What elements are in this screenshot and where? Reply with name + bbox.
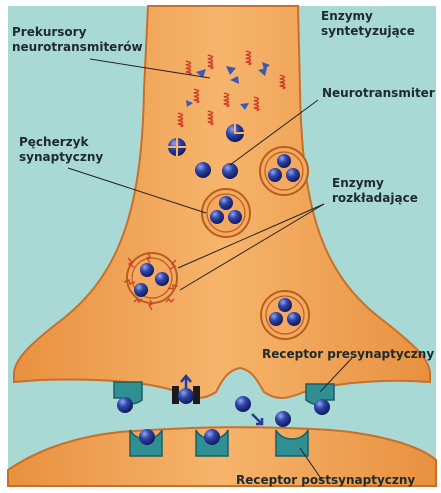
label-degrading-enzymes-line2: rozkładające	[332, 191, 418, 205]
label-postsynaptic-receptor: Receptor postsynaptyczny	[236, 473, 415, 487]
label-vesicle-line2: synaptyczny	[19, 150, 103, 164]
label-synth-enzymes-line1: Enzymy	[321, 9, 373, 23]
label-vesicle-line1: Pęcherzyk	[19, 135, 89, 149]
label-precursors-line2: neurotransmiterów	[12, 40, 143, 54]
label-presynaptic-receptor: Receptor presynaptyczny	[262, 347, 434, 361]
label-synth-enzymes-line2: syntetyzujące	[321, 24, 415, 38]
label-degrading-enzymes-line1: Enzymy	[332, 176, 384, 190]
synaptic-vesicle	[260, 147, 308, 195]
synaptic-vesicle	[261, 291, 309, 339]
synaptic-vesicle	[202, 189, 250, 237]
label-neurotransmitter: Neurotransmiter	[322, 86, 435, 100]
label-precursors-line1: Prekursory	[12, 25, 87, 39]
